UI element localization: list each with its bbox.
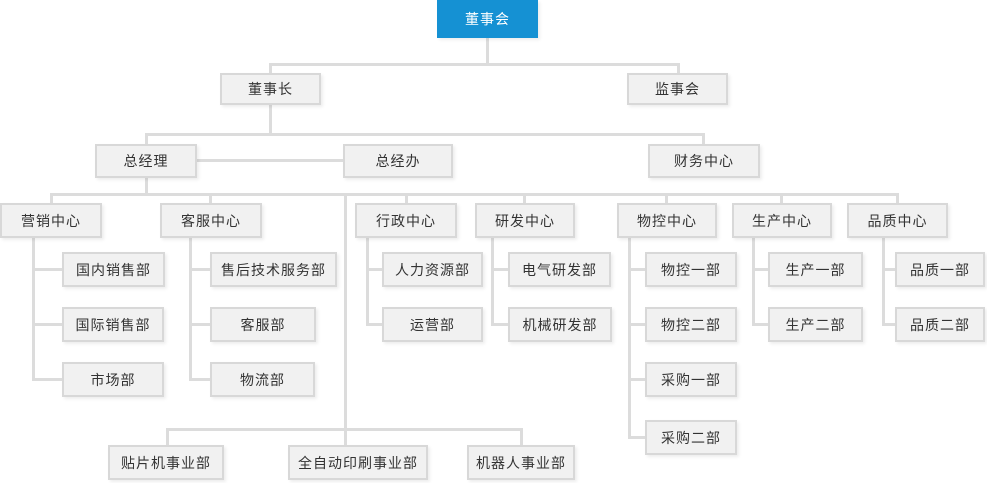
connector <box>269 105 272 136</box>
org-node-quality-center: 品质中心 <box>847 203 948 238</box>
org-node-purchasing-dept-2: 采购二部 <box>645 420 737 455</box>
connector <box>32 378 62 381</box>
connector <box>752 323 768 326</box>
connector <box>628 268 645 271</box>
org-node-board: 董事会 <box>437 0 538 38</box>
org-node-production-center: 生产中心 <box>732 203 832 238</box>
connector <box>189 378 210 381</box>
org-node-logistics-dept: 物流部 <box>210 362 315 397</box>
connector <box>189 323 210 326</box>
org-node-hr-dept: 人力资源部 <box>382 252 483 287</box>
org-node-general-manager: 总经理 <box>95 144 197 178</box>
connector <box>166 428 523 431</box>
org-node-robot-division: 机器人事业部 <box>467 445 575 480</box>
connector <box>520 428 523 445</box>
connector <box>32 268 62 271</box>
org-node-auto-printing-division: 全自动印刷事业部 <box>288 445 428 480</box>
connector <box>491 323 508 326</box>
org-node-quality-dept-2: 品质二部 <box>895 307 985 342</box>
connector <box>32 323 62 326</box>
org-node-production-dept-1: 生产一部 <box>768 252 863 287</box>
connector <box>166 428 169 445</box>
connector <box>366 238 369 326</box>
org-node-after-sales-tech-service-dept: 售后技术服务部 <box>210 252 337 287</box>
connector <box>189 238 192 381</box>
org-node-international-sales-dept: 国际销售部 <box>62 307 164 342</box>
connector <box>882 323 895 326</box>
connector <box>882 238 885 326</box>
org-node-rd-center: 研发中心 <box>475 203 575 238</box>
connector <box>145 133 148 144</box>
connector <box>209 193 212 203</box>
connector <box>491 238 494 326</box>
connector <box>896 193 899 203</box>
org-node-gm-office: 总经办 <box>343 144 453 178</box>
org-node-purchasing-dept-1: 采购一部 <box>645 362 737 397</box>
connector <box>752 268 768 271</box>
connector <box>882 268 895 271</box>
org-node-domestic-sales-dept: 国内销售部 <box>62 252 165 287</box>
connector <box>366 268 382 271</box>
connector <box>145 133 705 136</box>
connector <box>486 38 489 66</box>
connector <box>32 238 35 381</box>
connector <box>665 193 668 203</box>
connector <box>628 436 645 439</box>
org-node-marketing-center: 营销中心 <box>0 203 102 238</box>
org-node-chairman: 董事长 <box>220 73 321 105</box>
connector <box>269 63 272 73</box>
connector <box>628 378 645 381</box>
connector <box>189 268 210 271</box>
org-node-finance-center: 财务中心 <box>648 144 760 178</box>
org-node-admin-center: 行政中心 <box>355 203 457 238</box>
org-node-supervisory-board: 监事会 <box>627 73 728 105</box>
org-node-customer-service-center: 客服中心 <box>160 203 262 238</box>
org-node-customer-service-dept: 客服部 <box>210 307 316 342</box>
connector <box>702 133 705 144</box>
org-node-smt-machine-division: 贴片机事业部 <box>108 445 224 480</box>
org-node-material-control-dept-1: 物控一部 <box>645 252 737 287</box>
connector <box>523 193 526 203</box>
connector <box>145 178 148 196</box>
org-node-quality-dept-1: 品质一部 <box>895 252 985 287</box>
connector <box>628 238 631 439</box>
org-node-production-dept-2: 生产二部 <box>768 307 863 342</box>
connector <box>752 238 755 326</box>
connector <box>50 193 899 196</box>
connector <box>344 193 347 445</box>
connector <box>269 63 680 66</box>
org-node-material-control-center: 物控中心 <box>617 203 717 238</box>
org-node-electrical-rd-dept: 电气研发部 <box>508 252 611 287</box>
connector <box>491 268 508 271</box>
connector <box>197 159 343 162</box>
connector <box>366 323 382 326</box>
org-node-mechanical-rd-dept: 机械研发部 <box>508 307 612 342</box>
org-node-material-control-dept-2: 物控二部 <box>645 307 737 342</box>
org-node-market-dept: 市场部 <box>62 362 164 397</box>
connector <box>405 193 408 203</box>
connector <box>780 193 783 203</box>
connector <box>50 193 53 203</box>
connector <box>628 323 645 326</box>
org-node-operations-dept: 运营部 <box>382 307 483 342</box>
connector <box>677 63 680 73</box>
